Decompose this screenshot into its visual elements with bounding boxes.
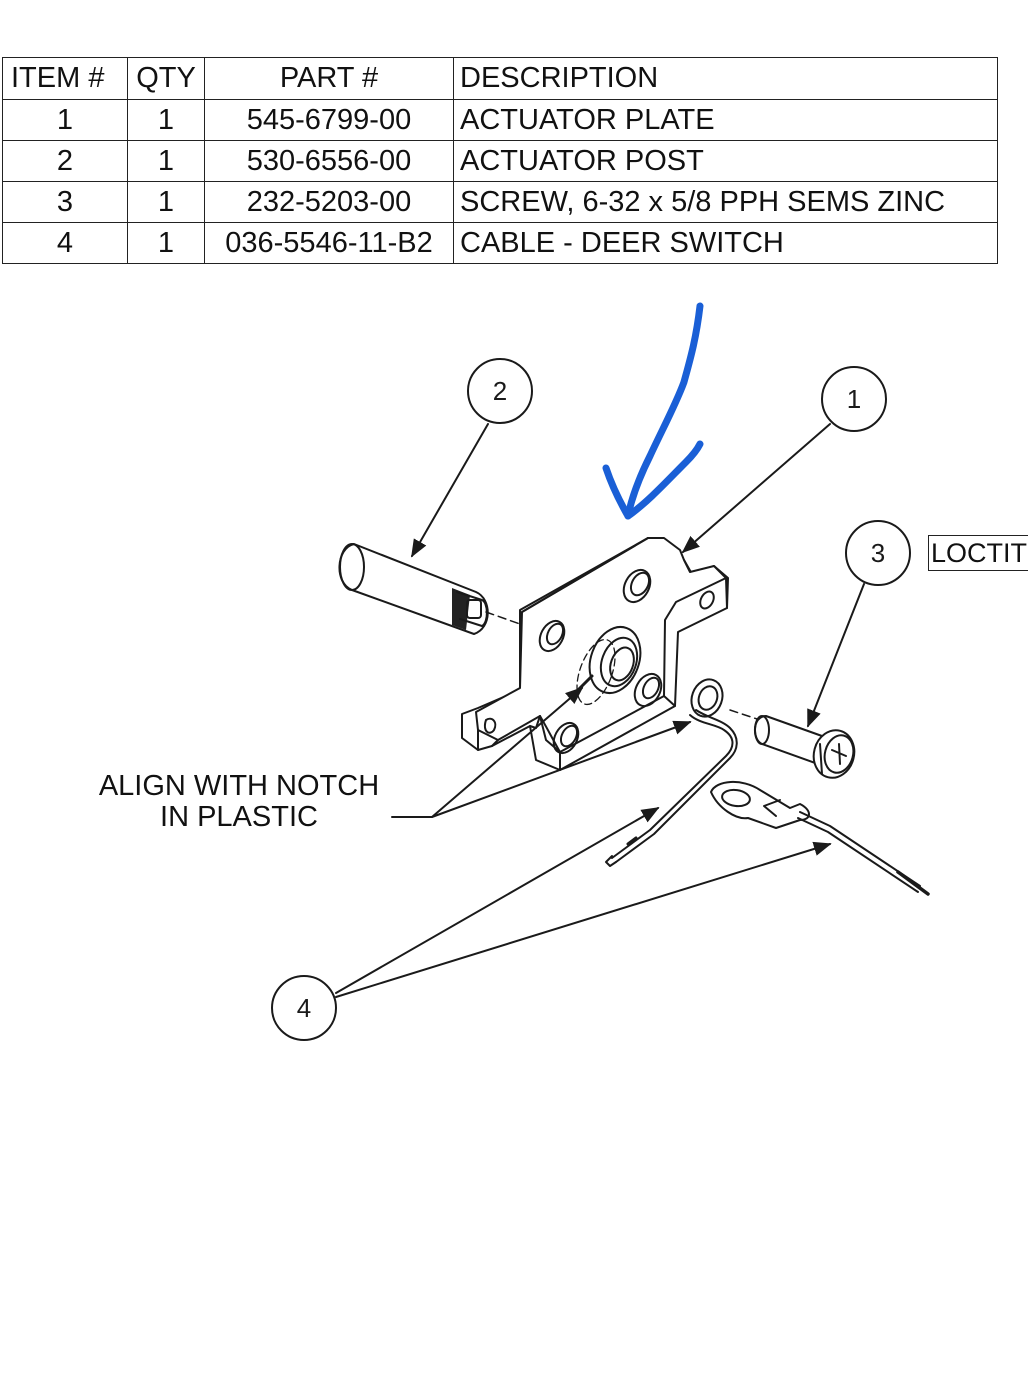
cell-description: ACTUATOR POST [453, 140, 998, 182]
deer-switch-cable-part [605, 678, 930, 896]
balloon-4 [271, 975, 337, 1041]
balloon-2 [467, 358, 533, 424]
cell-part: 530-6556-00 [204, 140, 454, 182]
balloon-1-label: 1 [847, 384, 861, 414]
table-row: 1 1 545-6799-00 ACTUATOR PLATE [2, 99, 998, 141]
loctite-note: LOCTITE [928, 535, 1028, 571]
callout-line-4b [335, 841, 832, 998]
screw-part [729, 709, 856, 779]
blue-annotation-arrow-icon [602, 302, 704, 520]
cell-part: 545-6799-00 [204, 99, 454, 141]
cell-part: 036-5546-11-B2 [204, 222, 454, 264]
align-note-line-2: IN PLASTIC [160, 801, 318, 833]
align-note-leader-b [431, 720, 692, 818]
balloon-1 [821, 366, 887, 432]
table-row: 4 1 036-5546-11-B2 CABLE - DEER SWITCH [2, 222, 998, 264]
cell-item: 4 [2, 222, 128, 264]
header-part-number: PART # [204, 57, 454, 100]
callout-line-3 [807, 583, 865, 728]
align-note: ALIGN WITH NOTCH IN PLASTIC [86, 771, 392, 833]
cell-part: 232-5203-00 [204, 181, 454, 223]
balloon-4-label: 4 [297, 993, 311, 1023]
cell-description: CABLE - DEER SWITCH [453, 222, 998, 264]
callout-line-1 [681, 423, 831, 554]
header-qty: QTY [127, 57, 205, 100]
callout-line-2 [411, 423, 489, 558]
callout-line-4a [335, 807, 660, 994]
cell-qty: 1 [127, 181, 205, 223]
balloon-2-label: 2 [493, 376, 507, 406]
actuator-plate-part [461, 537, 729, 771]
table-row: 2 1 530-6556-00 ACTUATOR POST [2, 140, 998, 182]
balloon-3-label: 3 [871, 538, 885, 568]
bill-of-materials-table: ITEM # QTY PART # DESCRIPTION 1 1 545-67… [2, 57, 998, 264]
align-note-line-1: ALIGN WITH NOTCH [98, 770, 380, 802]
cell-qty: 1 [127, 222, 205, 264]
cell-qty: 1 [127, 99, 205, 141]
actuator-post-part [338, 543, 521, 635]
header-item-number: ITEM # [2, 57, 128, 100]
cell-item: 2 [2, 140, 128, 182]
balloon-3 [845, 520, 911, 586]
cell-qty: 1 [127, 140, 205, 182]
